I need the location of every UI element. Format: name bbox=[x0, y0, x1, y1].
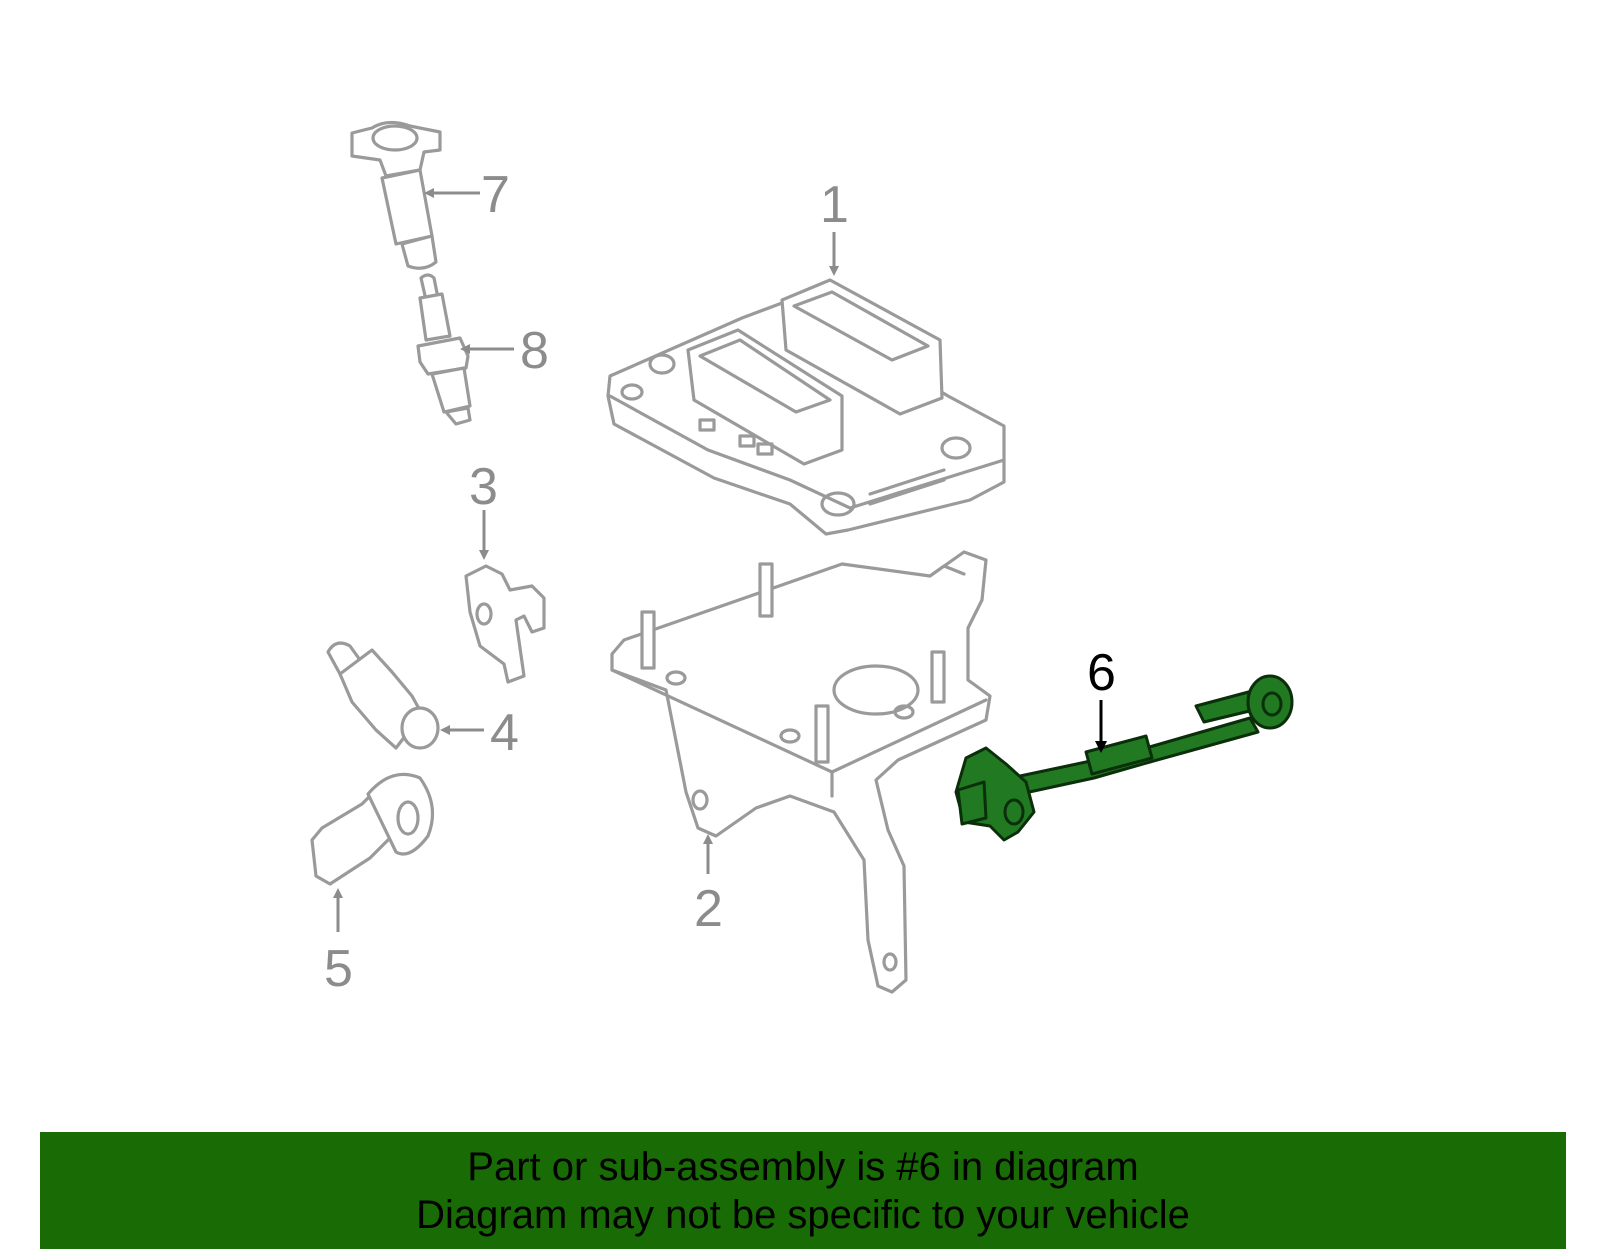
callout-4: 4 bbox=[490, 704, 519, 762]
callout-1: 1 bbox=[820, 176, 849, 234]
callout-2: 2 bbox=[694, 880, 723, 938]
callout-3: 3 bbox=[469, 458, 498, 516]
sensor-part-3 bbox=[464, 564, 546, 684]
ignition-coil-part-7 bbox=[350, 120, 442, 270]
mounting-bracket-part-2 bbox=[610, 550, 992, 994]
banner-line-2: Diagram may not be specific to your vehi… bbox=[416, 1192, 1190, 1237]
engine-control-module-part-1 bbox=[606, 278, 1006, 536]
banner-line-1: Part or sub-assembly is #6 in diagram bbox=[467, 1144, 1139, 1189]
callout-8: 8 bbox=[520, 322, 549, 380]
callout-7: 7 bbox=[481, 166, 510, 224]
position-sensor-part-4 bbox=[326, 641, 440, 750]
highlighted-sensor-link-part-6 bbox=[954, 674, 1294, 842]
callout-5: 5 bbox=[324, 940, 353, 998]
knock-sensor-part-5 bbox=[310, 772, 435, 886]
callout-6: 6 bbox=[1087, 644, 1116, 702]
info-banner: Part or sub-assembly is #6 in diagram Di… bbox=[40, 1132, 1566, 1249]
spark-plug-part-8 bbox=[416, 273, 472, 426]
